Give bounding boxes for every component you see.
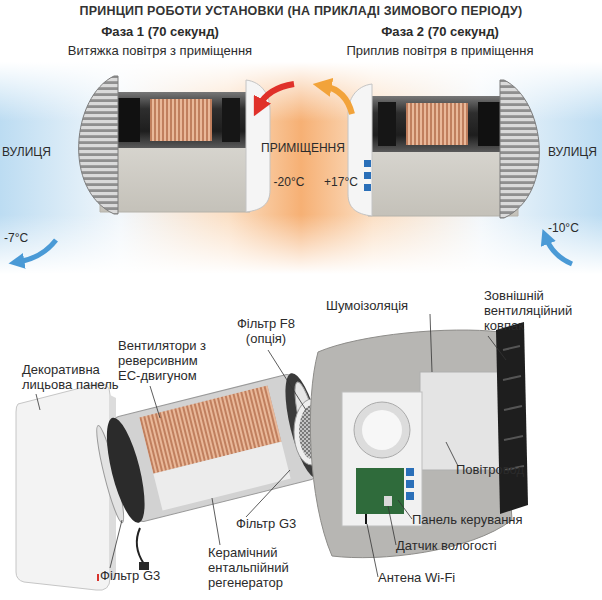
control-button xyxy=(364,160,371,167)
leader-line xyxy=(246,470,290,517)
part-label: Шумоізоляція xyxy=(326,298,436,313)
control-button xyxy=(364,172,371,179)
leader-line xyxy=(398,500,412,519)
air-duct xyxy=(420,372,502,470)
part-label: Повітровод xyxy=(456,462,556,477)
wifi-antenna xyxy=(365,514,367,524)
side-label: ВУЛИЦЯ xyxy=(548,146,602,160)
unit-section xyxy=(348,80,539,218)
part-label: Вентилятори з реверсивним ЕС-двигуном xyxy=(118,338,213,383)
phase-title: Фаза 1 (70 секунд) xyxy=(60,24,260,39)
part-label: Антена Wi-Fi xyxy=(378,570,478,585)
regenerator xyxy=(150,99,212,141)
leader-line xyxy=(488,336,506,360)
control-button xyxy=(364,184,371,191)
fan-wire xyxy=(137,528,144,564)
temperature-label: -10°C xyxy=(548,222,600,236)
flow-arrow xyxy=(546,238,572,264)
control-button xyxy=(406,468,414,476)
outer-hood xyxy=(496,322,528,514)
temperature-label: +17°C xyxy=(318,176,364,190)
humidity-sensor xyxy=(384,496,392,506)
glow-fade xyxy=(0,62,602,274)
leader-line xyxy=(36,394,40,410)
fan xyxy=(118,98,140,142)
inner-panel xyxy=(342,392,422,526)
flow-arrow xyxy=(259,84,294,106)
housing-window xyxy=(153,442,290,511)
leader-line xyxy=(268,350,306,410)
fan xyxy=(222,98,240,142)
air-opening-inner xyxy=(362,410,402,450)
leader-line xyxy=(110,520,122,568)
fan-cartridge xyxy=(91,370,331,528)
part-label: Панель керування xyxy=(412,512,532,527)
phase-caption: Витяжка повітря з приміщення xyxy=(30,43,290,58)
temperature-glow xyxy=(0,62,602,274)
part-label: Керамічний ентальпійний регенератор xyxy=(208,545,304,590)
flow-arrow xyxy=(324,86,352,114)
part-label: Датчик вологості xyxy=(396,538,516,553)
part-label: Фільтр G3 xyxy=(236,516,316,531)
leader-line xyxy=(150,386,160,418)
control-button xyxy=(406,480,414,488)
hood-grille xyxy=(503,346,524,470)
unit-section xyxy=(79,76,270,214)
leader-line xyxy=(367,524,378,577)
diagram-title: ПРИНЦИП РОБОТИ УСТАНОВКИ (НА ПРИКЛАДІ ЗИ… xyxy=(0,4,602,19)
fan xyxy=(99,414,152,526)
leader-line xyxy=(388,506,396,545)
decorative-panel xyxy=(16,383,110,590)
side-label: ВУЛИЦЯ xyxy=(2,146,64,160)
part-label: Зовнішній вентиляційний ковпак xyxy=(484,288,596,333)
leader-lines xyxy=(36,314,506,577)
phase-title: Фаза 2 (70 секунд) xyxy=(340,24,540,39)
leader-line xyxy=(212,498,220,545)
control-button xyxy=(406,492,414,500)
panel-mark xyxy=(97,574,99,581)
air-duct xyxy=(98,92,260,148)
phase-caption: Приплив повітря в приміщення xyxy=(310,43,570,58)
part-label: Декоративна лицьова панель xyxy=(22,362,122,392)
part-label: Фільтр F8 (опція) xyxy=(228,316,304,346)
temperature-label: -7°C xyxy=(4,232,44,246)
air-opening xyxy=(354,402,410,458)
control-board xyxy=(356,468,404,514)
leader-line xyxy=(430,314,432,372)
outer-hood xyxy=(79,76,118,214)
part-label: Фільтр G3 xyxy=(100,568,180,583)
side-label: ПРИМІЩЕННЯ xyxy=(250,142,356,156)
temperature-label: -20°C xyxy=(266,176,312,190)
